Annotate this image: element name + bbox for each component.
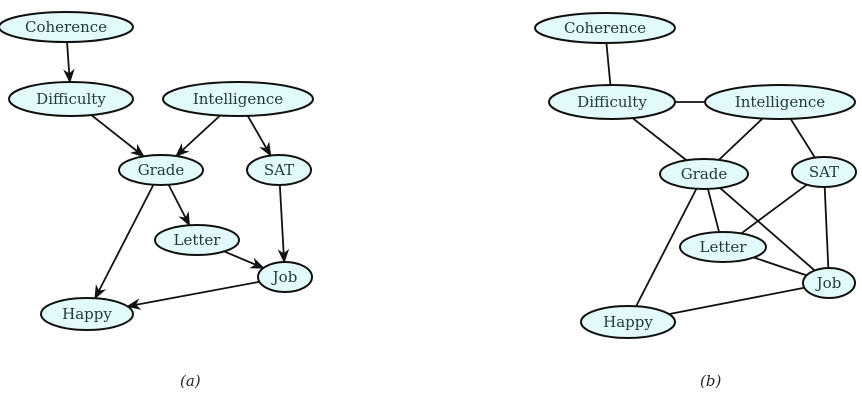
node-label: SAT — [264, 161, 294, 179]
node-label: Job — [815, 274, 842, 292]
node-label: Intelligence — [193, 90, 283, 108]
node-ellipse — [534, 12, 676, 44]
node-ellipse — [8, 81, 134, 117]
edge-grade-job — [719, 187, 816, 272]
node-ellipse — [580, 305, 676, 339]
node-job: Job — [257, 261, 313, 293]
node-ellipse — [802, 267, 856, 299]
node-label: Coherence — [564, 19, 646, 37]
node-label: Happy — [603, 313, 653, 331]
node-label: Difficulty — [577, 93, 647, 111]
node-label: Difficulty — [36, 90, 106, 108]
node-grade: Grade — [118, 154, 204, 186]
node-ellipse — [162, 81, 314, 117]
arrow-sat-job — [277, 184, 290, 264]
node-letter: Letter — [679, 231, 767, 263]
caption-b: (b) — [700, 372, 722, 390]
node-coherence: Coherence — [0, 11, 134, 43]
node-label: Intelligence — [735, 93, 825, 111]
edge-job-happy — [668, 286, 805, 315]
node-ellipse — [257, 261, 313, 293]
arrow-job-happy — [126, 280, 260, 310]
node-job: Job — [802, 267, 856, 299]
node-ellipse — [791, 156, 857, 188]
node-ellipse — [246, 154, 312, 186]
node-ellipse — [548, 84, 676, 120]
arrow-coherence-difficulty — [63, 41, 75, 84]
node-label: Coherence — [25, 18, 107, 36]
node-happy: Happy — [580, 305, 676, 339]
edge-grade-happy — [635, 188, 698, 307]
node-difficulty: Difficulty — [548, 84, 676, 120]
edge-sat-letter — [740, 183, 808, 235]
node-coherence: Coherence — [534, 12, 676, 44]
node-label: Letter — [174, 231, 222, 249]
node-label: Happy — [62, 305, 112, 323]
node-sat: SAT — [246, 154, 312, 186]
arrow-intelligence-grade — [175, 114, 221, 157]
node-sat: SAT — [791, 156, 857, 188]
node-ellipse — [40, 297, 134, 331]
arrow-grade-happy — [94, 184, 155, 300]
node-ellipse — [0, 11, 134, 43]
edge-difficulty-grade — [631, 117, 687, 161]
node-label: Grade — [681, 165, 728, 183]
arrow-difficulty-grade — [90, 114, 145, 158]
node-label: Job — [271, 268, 298, 286]
edge-coherence-difficulty — [605, 42, 612, 86]
node-ellipse — [659, 158, 749, 190]
node-intelligence: Intelligence — [162, 81, 314, 117]
edge-intelligence-grade — [718, 117, 764, 161]
node-difficulty: Difficulty — [8, 81, 134, 117]
caption-a: (a) — [180, 372, 201, 390]
node-label: Grade — [138, 161, 185, 179]
edge-intelligence-sat — [789, 118, 816, 159]
node-label: Letter — [700, 238, 748, 256]
node-happy: Happy — [40, 297, 134, 331]
node-ellipse — [118, 154, 204, 186]
node-intelligence: Intelligence — [704, 84, 856, 120]
node-grade: Grade — [659, 158, 749, 190]
node-ellipse — [679, 231, 767, 263]
node-letter: Letter — [154, 224, 240, 256]
arrow-intelligence-sat — [246, 115, 272, 157]
arrow-letter-job — [223, 250, 265, 269]
edge-grade-letter — [707, 188, 720, 233]
node-label: SAT — [809, 163, 839, 181]
edge-sat-job — [823, 186, 830, 269]
edge-letter-job — [753, 256, 807, 277]
node-ellipse — [154, 224, 240, 256]
node-ellipse — [704, 84, 856, 120]
arrow-grade-letter — [167, 184, 191, 227]
